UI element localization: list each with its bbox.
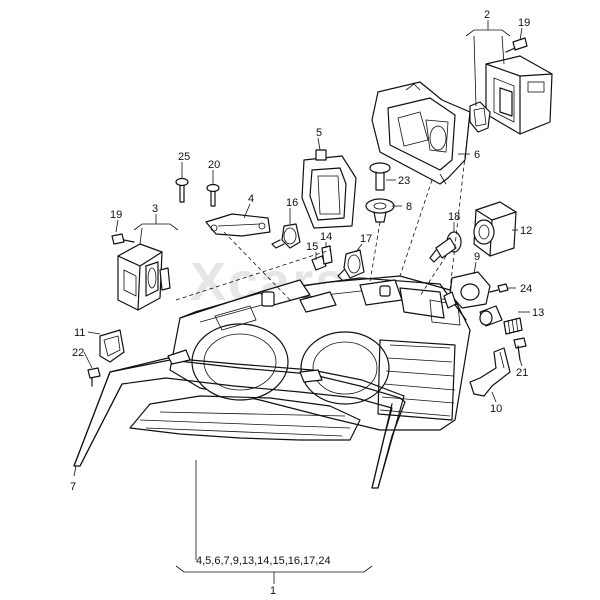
screw-21 — [513, 337, 527, 361]
screw-25 — [175, 177, 189, 203]
screw-19-top — [505, 37, 528, 53]
plug-23 — [369, 162, 391, 191]
callout-13: 13 — [532, 307, 544, 319]
callout-9: 9 — [474, 251, 480, 263]
cover-part-6 — [371, 81, 471, 185]
bracket-4 — [205, 213, 271, 237]
control-module-2 — [469, 55, 553, 135]
callout-20: 20 — [208, 159, 220, 171]
callout-22: 22 — [72, 347, 84, 359]
callout-15: 15 — [306, 241, 318, 253]
callout-10: 10 — [490, 403, 502, 415]
part-11 — [99, 329, 125, 363]
callout-16: 16 — [286, 197, 298, 209]
leader-lines — [73, 20, 530, 584]
bulb-15 — [311, 255, 327, 271]
callout-1: 1 — [270, 585, 276, 597]
callout-19-left: 19 — [110, 209, 122, 221]
screw-24 — [489, 283, 509, 293]
bulb-18 — [429, 231, 462, 263]
callout-3: 3 — [152, 203, 158, 215]
callout-19-top: 19 — [518, 17, 530, 29]
adjuster-9 — [443, 271, 491, 309]
callout-14: 14 — [320, 231, 332, 243]
callout-11: 11 — [74, 327, 85, 339]
callout-7: 7 — [70, 481, 76, 493]
callout-18: 18 — [448, 211, 460, 223]
bulb-13 — [479, 305, 523, 335]
grommet-8 — [365, 198, 395, 223]
bulb-17 — [337, 249, 365, 281]
bulb-16 — [271, 223, 301, 249]
callout-23: 23 — [398, 175, 410, 187]
part-12 — [473, 201, 517, 257]
bracket-10 — [469, 347, 511, 397]
frame-part-5 — [301, 149, 357, 229]
callout-2: 2 — [484, 9, 490, 21]
headlight-housing — [169, 275, 471, 431]
callout-24: 24 — [520, 283, 532, 295]
headlight-lens — [73, 349, 406, 489]
bulb-14 — [321, 245, 333, 265]
callout-21: 21 — [516, 367, 528, 379]
callout-labels: 2 19 5 6 25 20 23 4 16 8 3 19 18 12 14 1… — [70, 9, 544, 597]
callout-4: 4 — [248, 193, 254, 205]
screw-22 — [87, 367, 101, 387]
callout-6: 6 — [474, 149, 480, 161]
callout-17: 17 — [360, 233, 372, 245]
screw-20 — [206, 183, 220, 207]
callout-25: 25 — [178, 151, 190, 163]
screw-19-left — [111, 233, 135, 245]
callout-5: 5 — [316, 127, 322, 139]
control-module-3 — [117, 243, 171, 311]
callout-8: 8 — [406, 201, 412, 213]
callout-12: 12 — [520, 225, 532, 237]
callout-group-label: 4,5,6,7,9,13,14,15,16,17,24 — [196, 555, 331, 567]
